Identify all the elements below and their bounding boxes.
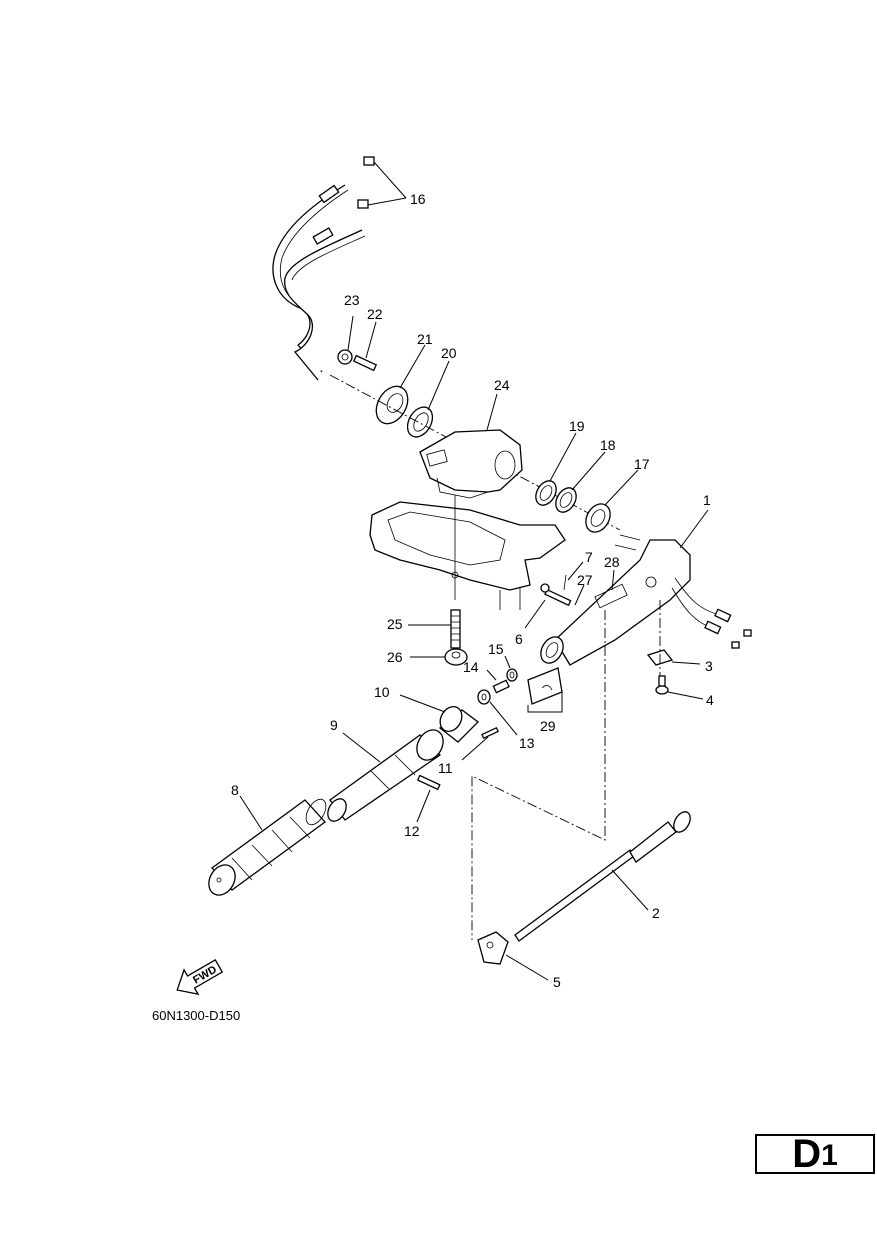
leader-9 (342, 732, 381, 763)
ring-19 (535, 480, 557, 506)
spring-14 (492, 679, 510, 694)
callout-15: 15 (488, 641, 504, 657)
callout-20: 20 (441, 345, 457, 361)
nut-23 (337, 349, 353, 365)
leader-7 (567, 561, 584, 581)
callout-26: 26 (387, 649, 403, 665)
bracket-24 (419, 429, 523, 499)
callout-6: 6 (515, 631, 523, 647)
callout-4: 4 (706, 692, 714, 708)
grip-8 (208, 798, 327, 896)
ring-18 (555, 487, 577, 513)
callout-7: 7 (585, 549, 593, 565)
collar-10 (438, 706, 479, 743)
axis-line-lower (471, 610, 606, 940)
screw-12 (416, 774, 441, 791)
page-section-letter: D (792, 1132, 822, 1176)
leader-28 (611, 569, 615, 591)
callout-13: 13 (519, 735, 535, 751)
ring-17 (585, 503, 611, 533)
fwd-arrow-icon: FWD (176, 959, 224, 996)
callout-22: 22 (367, 306, 383, 322)
plate-21 (375, 385, 409, 425)
bolt-6 (540, 583, 572, 607)
leader-11 (461, 736, 489, 761)
leader-10 (399, 694, 446, 713)
bolt-15 (506, 668, 518, 682)
leader-12 (416, 789, 431, 823)
callout-27: 27 (577, 572, 593, 588)
leader-6 (524, 599, 546, 629)
callout-18: 18 (600, 437, 616, 453)
callout-28: 28 (604, 554, 620, 570)
callout-21: 21 (417, 331, 433, 347)
diagram-code: 60N1300-D150 (152, 1008, 240, 1023)
callout-8: 8 (231, 782, 239, 798)
callout-16: 16 (410, 191, 426, 207)
leader-15 (504, 655, 511, 669)
leader-4 (667, 691, 704, 700)
callout-3: 3 (705, 658, 713, 674)
grip-tube-9 (327, 729, 444, 822)
mounting-base (369, 495, 566, 610)
block-5 (477, 931, 509, 965)
callout-24: 24 (494, 377, 510, 393)
leader-22 (365, 321, 377, 359)
leader-3 (671, 661, 701, 665)
stud-25 (450, 609, 461, 649)
leader-8 (239, 795, 263, 831)
throttle-rod-2 (514, 811, 691, 942)
leader-19 (549, 432, 577, 482)
leader-1 (679, 509, 709, 549)
ring-20 (406, 406, 434, 438)
screw-11 (481, 726, 499, 740)
leader-18 (571, 451, 606, 491)
callout-leaders-16 (367, 161, 407, 206)
leader-27 (574, 584, 585, 606)
leader-14 (486, 669, 497, 681)
callout-10: 10 (374, 684, 390, 700)
fwd-label: FWD (191, 964, 219, 987)
callout-19: 19 (569, 418, 585, 434)
leader-20 (427, 360, 450, 411)
callout-25: 25 (387, 616, 403, 632)
callout-2: 2 (652, 905, 660, 921)
tiller-handle-1 (540, 534, 691, 666)
callout-29: 29 (540, 718, 556, 734)
leader-13 (489, 701, 518, 736)
leader-21 (399, 344, 426, 389)
leader-2 (611, 869, 649, 911)
leader-29 (527, 692, 563, 713)
callout-1: 1 (703, 492, 711, 508)
washer-13 (477, 689, 491, 705)
leader-17 (604, 469, 639, 506)
callout-12: 12 (404, 823, 420, 839)
bolt-22 (352, 354, 378, 372)
callout-9: 9 (330, 717, 338, 733)
callout-23: 23 (344, 292, 360, 308)
throttle-cables (272, 156, 375, 381)
page-section-number: 1 (821, 1139, 838, 1172)
leader-23 (347, 315, 354, 351)
leader-24 (486, 393, 498, 431)
decal-29 (527, 667, 563, 705)
handle-cables (671, 577, 752, 649)
callout-5: 5 (553, 974, 561, 990)
callout-11: 11 (438, 760, 453, 776)
callout-14: 14 (463, 659, 479, 675)
leader-5 (505, 954, 549, 981)
clip-7 (563, 574, 567, 591)
callout-17: 17 (634, 456, 650, 472)
screw-4 (655, 675, 669, 695)
